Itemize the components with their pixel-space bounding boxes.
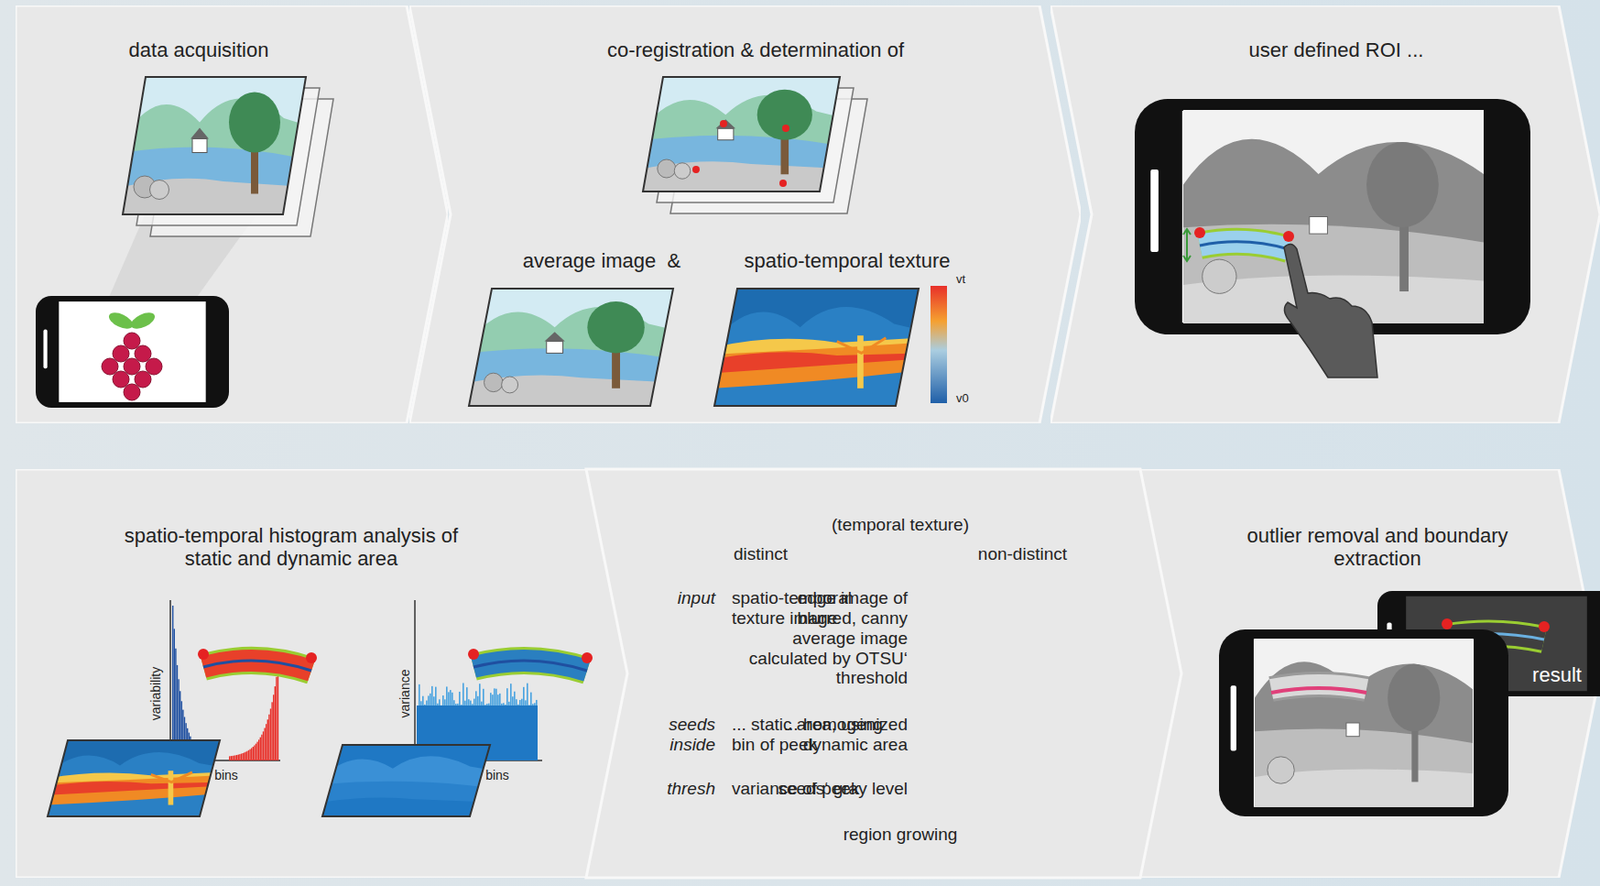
table-cell: (temporal texture): [831, 514, 969, 535]
label: bins: [485, 767, 510, 783]
panel-heading: user defined ROI ...: [1249, 38, 1425, 62]
table-cell: ... homogenized dynamic area: [746, 714, 908, 755]
table-cell: seeds inside: [656, 714, 716, 755]
table-cell: input: [677, 587, 716, 609]
label: result: [1532, 663, 1582, 686]
panel-heading: co-registration & determination of: [607, 38, 904, 62]
label: average image &: [522, 249, 681, 273]
table-cell: region growing: [843, 824, 958, 845]
panel-heading: spatio-temporal histogram analysis of st…: [112, 523, 470, 571]
table-cell: thresh: [666, 778, 716, 799]
panel-heading: outlier removal and boundary extraction: [1244, 523, 1511, 571]
panel-heading: data acquisition: [129, 38, 270, 62]
label: vt: [956, 272, 966, 287]
table-cell: non-distinct: [978, 544, 1067, 565]
label: variability: [148, 666, 164, 720]
label: v0: [956, 391, 969, 406]
label: variance: [397, 669, 413, 719]
label: spatio-temporal texture: [744, 249, 951, 273]
table-cell: seeds‘ gray level: [746, 778, 908, 799]
label: bins: [214, 767, 239, 783]
table-cell: distinct: [733, 544, 788, 565]
table-cell: edge image of blurred, canny average ima…: [746, 587, 908, 688]
